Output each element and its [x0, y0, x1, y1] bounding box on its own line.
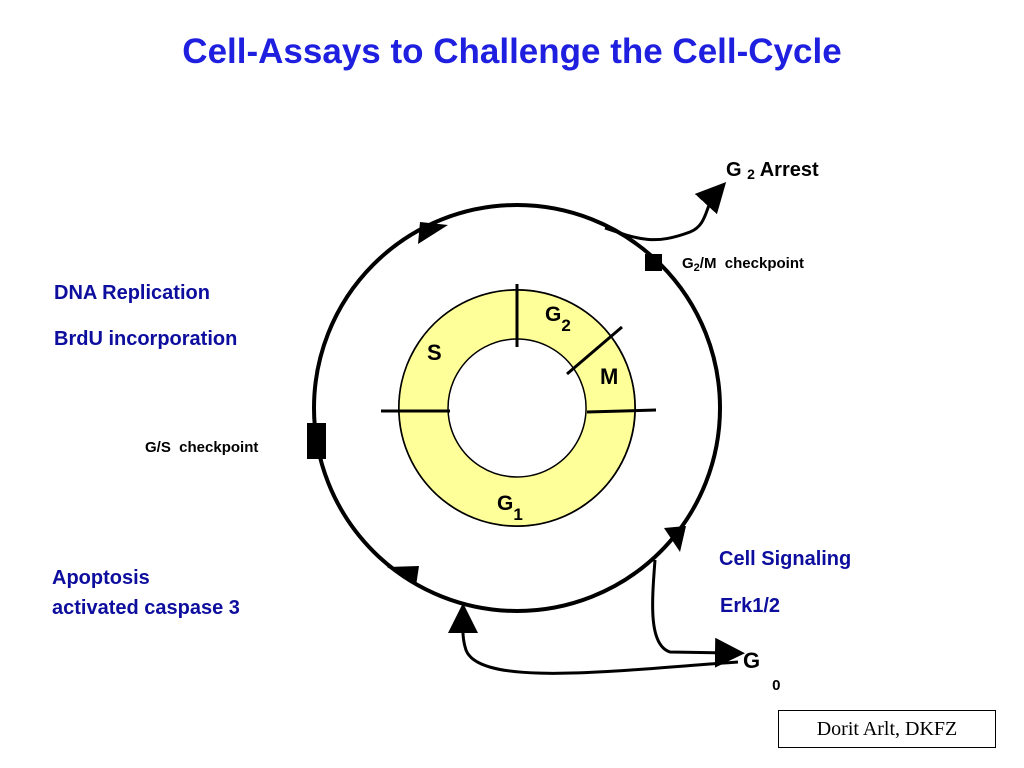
cycle-arrowhead-top	[418, 222, 448, 244]
credit-text: Dorit Arlt, DKFZ	[816, 717, 958, 740]
phase-g1-letter: G	[497, 492, 514, 515]
phase-g2-letter: G	[545, 303, 562, 326]
g2m-checkpoint-label: G2/M checkpoint	[682, 255, 804, 274]
divider-m-g1	[586, 408, 657, 414]
phase-ring-fill	[398, 289, 636, 527]
g2-arrest-suffix: Arrest	[754, 159, 819, 181]
g2m-checkpoint-prefix: G	[682, 255, 694, 272]
gs-checkpoint-marker	[307, 423, 326, 459]
g0-exit-arrow	[651, 559, 745, 668]
phase-g1-label: G1	[497, 492, 523, 524]
cell-signaling-label: Cell Signaling	[719, 548, 852, 570]
phase-g2-label: G2	[545, 303, 571, 335]
phase-m-label: M	[600, 364, 619, 389]
g0-sub: 0	[772, 677, 781, 694]
g2-arrest-arrow	[604, 181, 727, 242]
g2-arrest-prefix: G	[726, 159, 742, 181]
g2m-checkpoint-sub: 2	[693, 262, 700, 274]
phase-g2-sub: 2	[561, 316, 571, 335]
g2-arrest-label: G 2 Arrest	[726, 159, 819, 182]
erk-label: Erk1/2	[720, 595, 781, 617]
phase-s-label: S	[427, 340, 442, 365]
credit-box: Dorit Arlt, DKFZ	[778, 710, 996, 748]
apoptosis-label: Apoptosis	[52, 567, 150, 589]
g2m-checkpoint-suffix: /M checkpoint	[699, 255, 804, 272]
gs-checkpoint-label: G/S checkpoint	[145, 439, 259, 456]
caspase-label: activated caspase 3	[52, 597, 240, 619]
divider-g2-m	[566, 325, 623, 376]
g0-label: G0	[743, 648, 780, 694]
brdu-incorporation-label: BrdU incorporation	[54, 328, 238, 350]
phase-g1-sub: 1	[513, 505, 523, 524]
g0-return-arrow	[447, 603, 739, 675]
slide-title: Cell-Assays to Challenge the Cell-Cycle	[182, 32, 842, 71]
cycle-arrowhead-bottom	[387, 566, 419, 586]
g2-arrest-sub: 2	[747, 166, 755, 182]
g2m-checkpoint-marker	[645, 254, 662, 271]
cell-cycle-outer-circle	[312, 203, 722, 613]
dna-replication-label: DNA Replication	[54, 282, 210, 304]
g0-letter: G	[743, 648, 761, 673]
cycle-arrowhead-right	[664, 526, 686, 552]
